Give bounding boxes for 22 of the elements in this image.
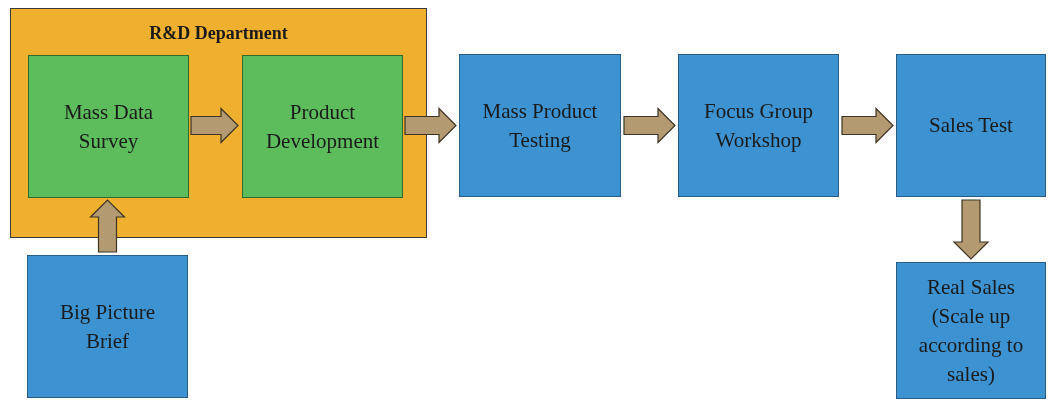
block-arrow <box>841 107 894 144</box>
box-label: Big Picture Brief <box>58 298 157 355</box>
box-label: Sales Test <box>928 112 1014 139</box>
process-box <box>896 54 1046 197</box>
department-panel <box>10 8 427 238</box>
block-arrow <box>89 199 126 253</box>
process-box <box>242 55 403 198</box>
block-arrow <box>190 107 239 144</box>
process-box <box>27 255 188 398</box>
box-label: Mass Data Survey <box>62 98 155 155</box>
process-box <box>28 55 189 198</box>
box-label: Real Sales (Scale up according to sales) <box>917 273 1025 388</box>
box-label: Product Development <box>264 98 381 155</box>
process-box <box>459 54 621 197</box>
block-arrow <box>404 107 457 144</box>
process-box <box>896 262 1046 399</box>
process-box <box>678 54 839 197</box>
block-arrow <box>623 107 676 144</box>
box-label: Mass Product Testing <box>481 97 599 154</box>
block-arrow <box>952 199 990 260</box>
panel-heading: R&D Department <box>149 22 288 44</box>
box-label: Focus Group Workshop <box>702 97 815 154</box>
